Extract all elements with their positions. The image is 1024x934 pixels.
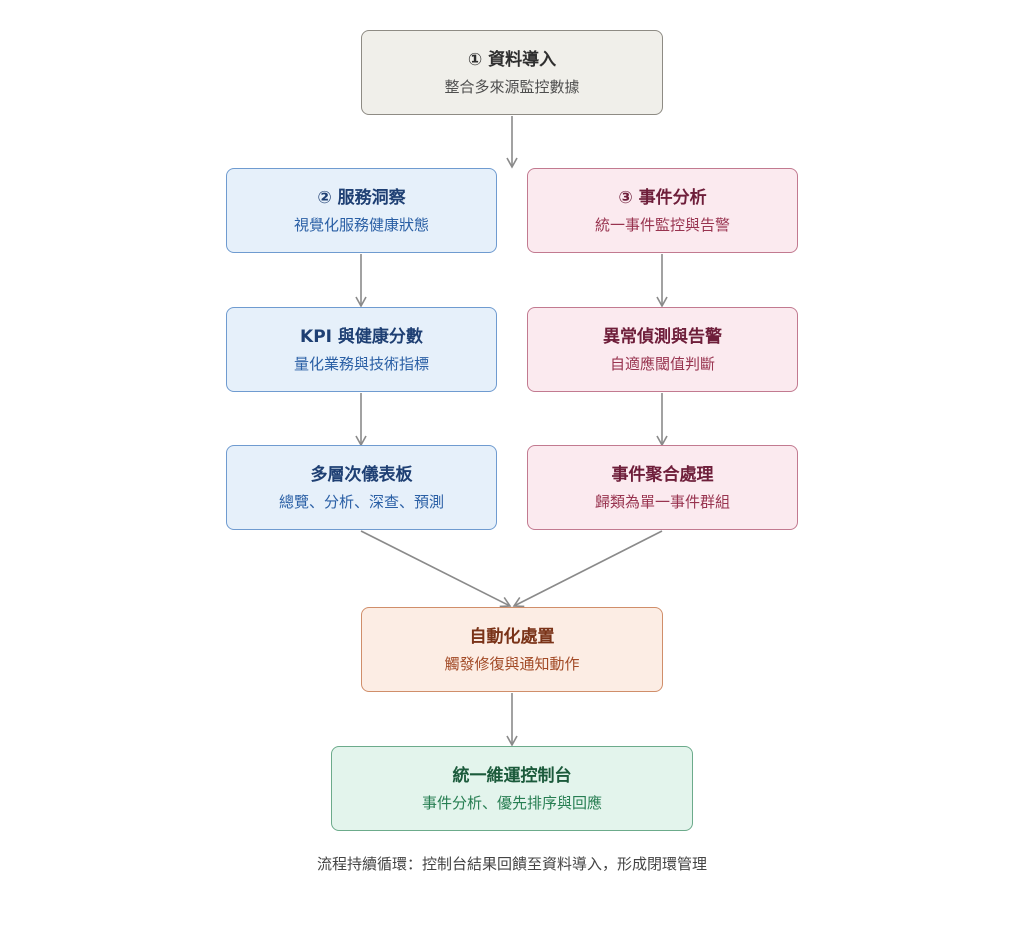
node-title: 自動化處置 — [469, 626, 555, 647]
arrow-dashboards-to-automation — [360, 530, 512, 608]
node-kpi-health-score: KPI 與健康分數 量化業務與技術指標 — [226, 307, 497, 392]
node-subtitle: 視覺化服務健康狀態 — [293, 215, 429, 234]
node-subtitle: 事件分析、優先排序與回應 — [421, 793, 602, 812]
node-subtitle: 統一事件監控與告警 — [594, 215, 730, 234]
arrow-aggregation-to-automation — [512, 530, 663, 608]
node-subtitle: 自適應閾值判斷 — [609, 354, 715, 373]
node-event-analysis: ③ 事件分析 統一事件監控與告警 — [527, 168, 798, 253]
node-title: KPI 與健康分數 — [300, 326, 423, 347]
node-title: 事件聚合處理 — [611, 464, 714, 485]
node-multi-level-dashboards: 多層次儀表板 總覽、分析、深查、預測 — [226, 445, 497, 530]
node-subtitle: 量化業務與技術指標 — [293, 354, 429, 373]
node-subtitle: 觸發修復與通知動作 — [444, 654, 580, 673]
node-title: 異常偵測與告警 — [603, 326, 722, 347]
node-title: 統一維運控制台 — [452, 765, 572, 786]
node-event-aggregation: 事件聚合處理 歸類為單一事件群組 — [527, 445, 798, 530]
node-subtitle: 整合多來源監控數據 — [444, 77, 580, 96]
node-title: ① 資料導入 — [467, 49, 557, 70]
node-service-insight: ② 服務洞察 視覺化服務健康狀態 — [226, 168, 497, 253]
node-title: ② 服務洞察 — [317, 187, 406, 208]
node-title: 多層次儀表板 — [310, 464, 413, 485]
node-subtitle: 歸類為單一事件群組 — [594, 492, 730, 511]
node-data-ingest: ① 資料導入 整合多來源監控數據 — [361, 30, 663, 115]
node-anomaly-detection: 異常偵測與告警 自適應閾值判斷 — [527, 307, 798, 392]
footer-note: 流程持續循環：控制台結果回饋至資料導入，形成閉環管理 — [316, 855, 707, 873]
node-title: ③ 事件分析 — [618, 187, 707, 208]
node-subtitle: 總覽、分析、深查、預測 — [278, 492, 444, 511]
node-automated-remediation: 自動化處置 觸發修復與通知動作 — [361, 607, 663, 692]
node-unified-ops-console: 統一維運控制台 事件分析、優先排序與回應 — [331, 746, 693, 831]
